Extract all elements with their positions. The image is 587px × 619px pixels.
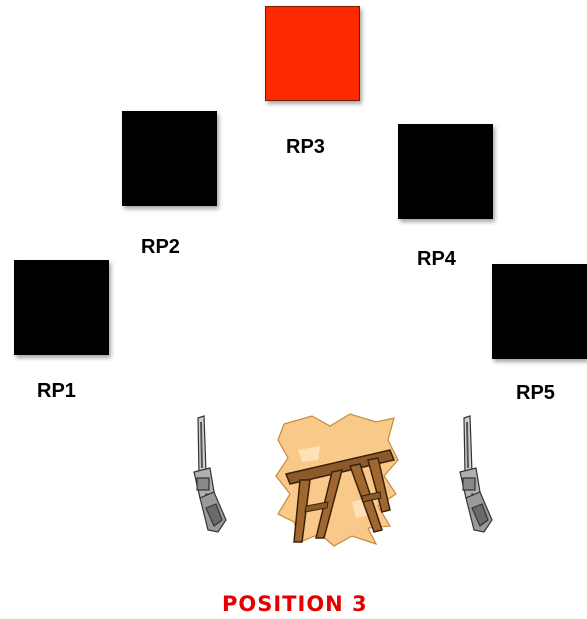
target-rp5 [492, 264, 587, 359]
revolver-left-icon [180, 412, 232, 537]
target-rp2-label: RP2 [141, 236, 180, 258]
target-rp4 [398, 124, 493, 219]
target-rp3-label: RP3 [286, 136, 325, 158]
target-rp1 [14, 260, 109, 355]
position-label: POSITION 3 [222, 592, 368, 616]
target-rp2 [122, 111, 217, 206]
target-rp4-label: RP4 [417, 248, 456, 270]
revolver-right-icon [446, 412, 498, 537]
sawhorse-icon [272, 410, 406, 550]
target-rp3 [265, 6, 360, 101]
target-rp1-label: RP1 [37, 380, 76, 402]
target-rp5-label: RP5 [516, 382, 555, 404]
